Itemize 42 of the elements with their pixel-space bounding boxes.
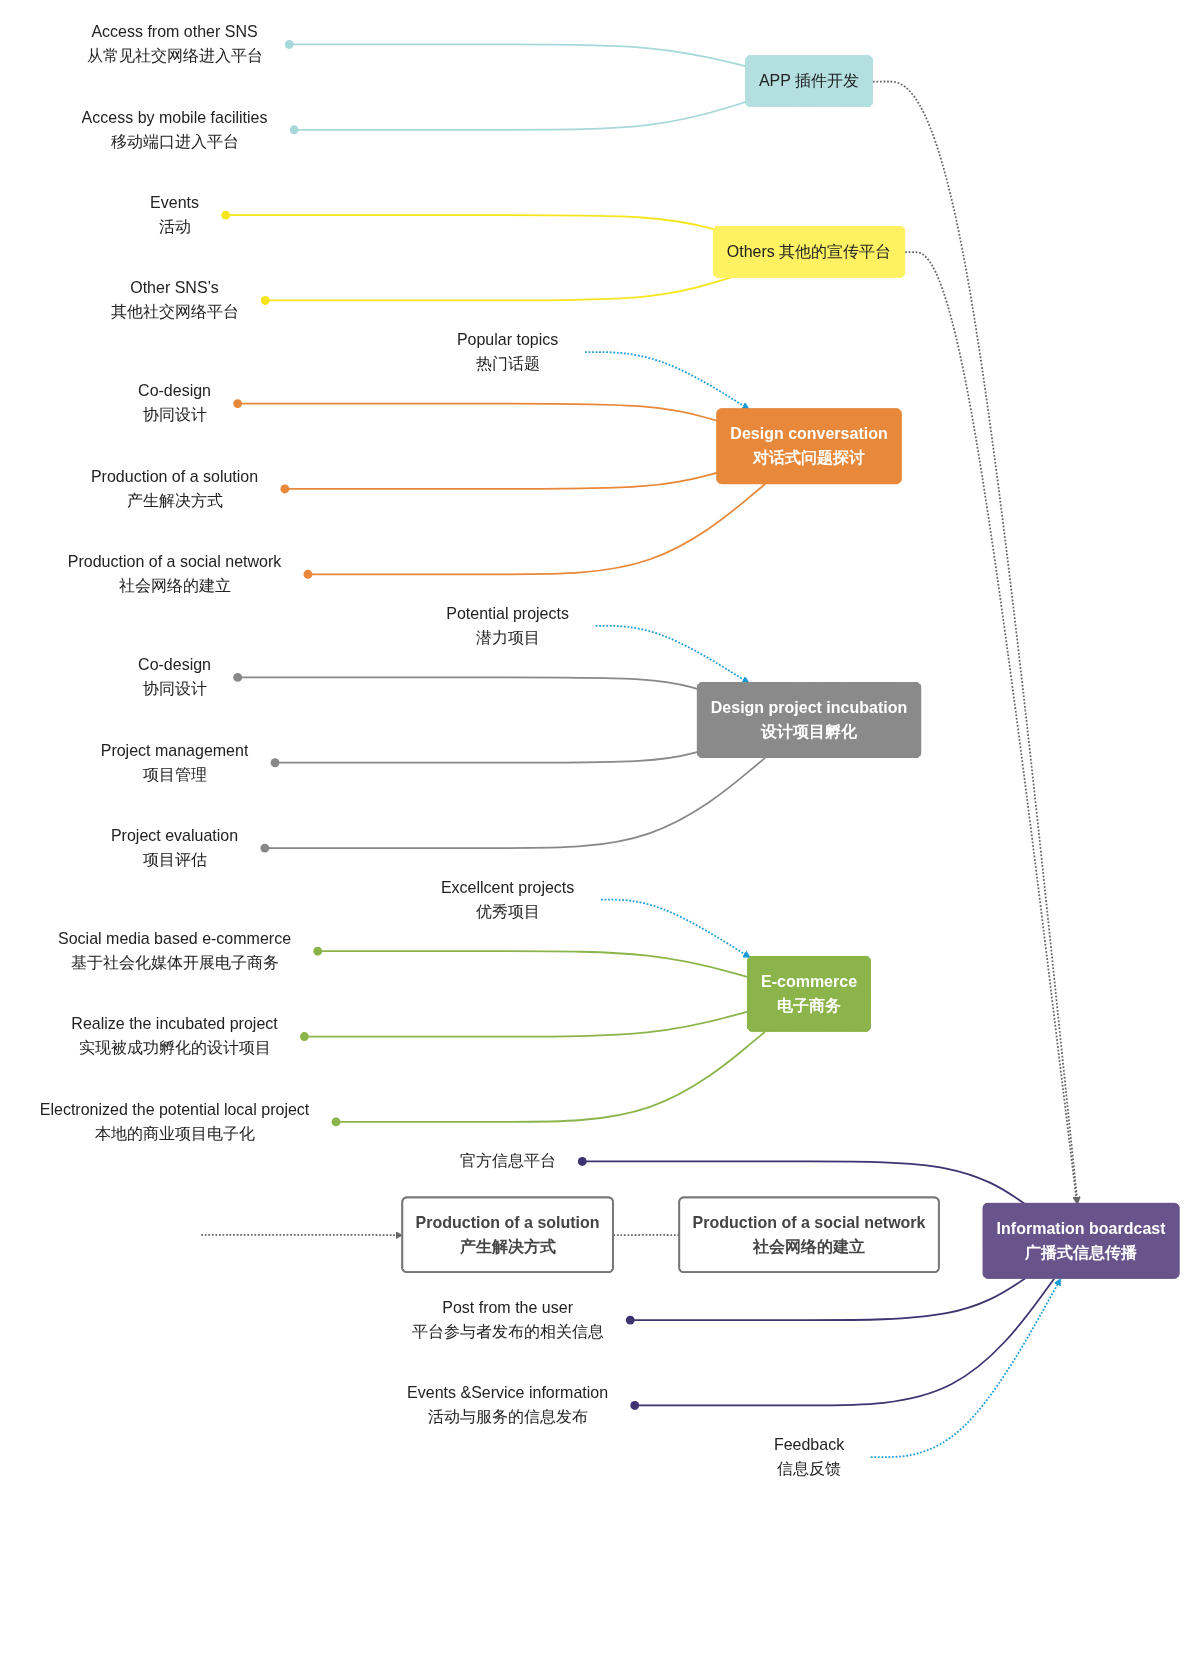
node-text: Social media based e-commerce 基于社会化媒体开展电子商务 xyxy=(58,929,292,972)
node-text: 官方信息平台 xyxy=(459,1152,556,1170)
node-text: Co-design 协同设计 xyxy=(138,656,212,698)
node-text: Events &Service information 活动与服务的信息发布 xyxy=(407,1384,609,1426)
node-text: Project management 项目管理 xyxy=(100,741,249,784)
connector xyxy=(289,101,747,135)
connector xyxy=(280,471,719,494)
arrow xyxy=(600,898,751,958)
connector xyxy=(233,399,719,422)
connector xyxy=(260,276,732,305)
node-text: Electronized the potential local project 本地的商业项目电子化 xyxy=(39,1100,310,1143)
connector xyxy=(284,40,747,68)
node-text: Excellcent projects 优秀项目 xyxy=(440,878,575,921)
connector xyxy=(260,756,766,853)
connector xyxy=(270,750,699,768)
node-text: Co-design 协同设计 xyxy=(138,382,212,425)
connector xyxy=(625,1277,1026,1325)
connector xyxy=(313,946,749,978)
connector xyxy=(577,1157,1026,1205)
node-text: Production of a solution 产生解决方式 xyxy=(90,467,259,510)
node-text: Events 活动 xyxy=(150,193,200,236)
node-text: Project evaluation 项目评估 xyxy=(110,826,239,869)
node-text: Post from the user 平台参与者发布的相关信息 xyxy=(411,1298,604,1341)
node-text: Production of a social network 社会网络的建立 xyxy=(67,552,282,595)
arrow xyxy=(594,624,750,684)
node-text: Access by mobile facilities 移动端口进入平台 xyxy=(81,108,268,151)
connector xyxy=(303,483,766,579)
node-text: Other SNS’s 其他社交网络平台 xyxy=(110,279,239,321)
connector xyxy=(630,1277,1056,1410)
node-text: Popular topics 热门话题 xyxy=(456,330,559,373)
node-text: Realize the incubated project 实现被成功孵化的设计项目 xyxy=(71,1015,278,1057)
arrow xyxy=(584,351,750,410)
node-text: Potential projects 潜力项目 xyxy=(446,604,569,647)
connector xyxy=(299,1010,749,1041)
node-text: Feedback 信息反馈 xyxy=(773,1435,845,1478)
arrow xyxy=(872,80,1081,1205)
connector xyxy=(233,672,699,691)
connector xyxy=(331,1030,766,1127)
arrow xyxy=(869,1278,1062,1458)
arrow xyxy=(904,251,1080,1205)
connector xyxy=(221,210,716,231)
node-text: Access from other SNS 从常见社交网络进入平台 xyxy=(86,23,263,65)
